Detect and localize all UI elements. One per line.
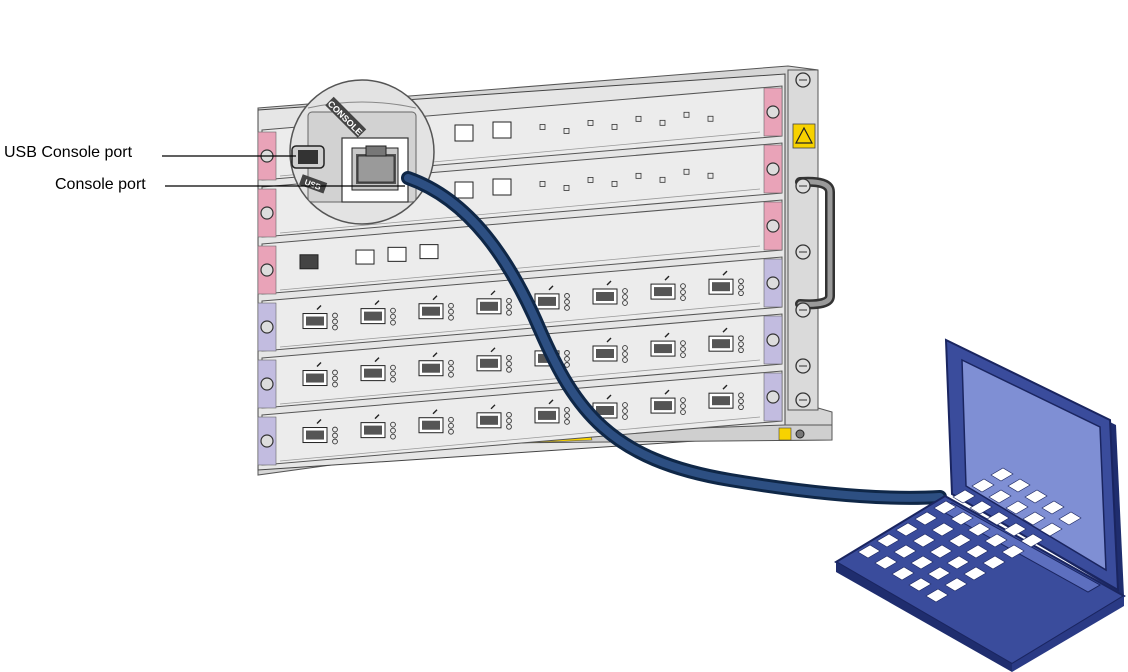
sfp-port — [306, 373, 324, 383]
laptop-key — [944, 577, 968, 592]
sfp-port — [538, 296, 556, 306]
laptop-key — [986, 511, 1010, 526]
laptop-key — [910, 555, 934, 570]
usb-console-port — [291, 145, 325, 169]
laptop-key — [963, 566, 987, 581]
sfp-port — [712, 339, 730, 349]
sfp-port — [596, 405, 614, 415]
slot-card — [257, 370, 783, 466]
sfp-port — [596, 291, 614, 301]
sfp-port — [422, 306, 440, 316]
laptop-key — [931, 522, 955, 537]
laptop-icon — [834, 338, 1126, 672]
console-port — [341, 137, 409, 203]
laptop-key — [950, 511, 974, 526]
sfp-port — [538, 410, 556, 420]
laptop-key — [990, 467, 1014, 482]
laptop-key — [876, 533, 900, 548]
sfp-port — [480, 301, 498, 311]
laptop-key — [1003, 522, 1027, 537]
laptop-key — [857, 544, 881, 559]
console-port-magnifier: CONSOLE USB — [289, 79, 435, 225]
laptop-key — [1039, 522, 1063, 537]
slot-card — [257, 313, 783, 409]
laptop-key — [984, 533, 1008, 548]
sfp-port — [422, 363, 440, 373]
sfp-port — [364, 368, 382, 378]
sfp-port — [712, 396, 730, 406]
laptop-key — [1001, 544, 1025, 559]
laptop-key — [908, 577, 932, 592]
sfp-port — [596, 348, 614, 358]
laptop-key — [895, 522, 919, 537]
laptop-key — [914, 511, 938, 526]
laptop-key — [925, 588, 949, 603]
laptop-key — [1024, 489, 1048, 504]
warning-icon — [792, 123, 816, 149]
sfp-port — [306, 430, 324, 440]
laptop-key — [1022, 511, 1046, 526]
laptop-key — [1005, 500, 1029, 515]
laptop-key — [946, 555, 970, 570]
laptop-key — [891, 566, 915, 581]
laptop-key — [952, 489, 976, 504]
laptop-key — [988, 489, 1012, 504]
laptop-key — [967, 522, 991, 537]
sfp-port — [364, 311, 382, 321]
laptop-key — [1020, 533, 1044, 548]
laptop-key — [971, 478, 995, 493]
laptop-key — [929, 544, 953, 559]
laptop-key — [1041, 500, 1065, 515]
laptop-key — [927, 566, 951, 581]
usb-console-port-label: USB Console port — [4, 144, 133, 161]
slot-card — [257, 199, 783, 295]
laptop-key — [893, 544, 917, 559]
sfp-port — [654, 287, 672, 297]
laptop-key — [948, 533, 972, 548]
laptop-key — [933, 500, 957, 515]
sfp-port — [364, 425, 382, 435]
laptop-key — [912, 533, 936, 548]
laptop-key — [1007, 478, 1031, 493]
laptop-key — [965, 544, 989, 559]
sfp-port — [712, 282, 730, 292]
sfp-port — [654, 344, 672, 354]
laptop-key — [1058, 511, 1082, 526]
laptop-key — [982, 555, 1006, 570]
sfp-port — [480, 358, 498, 368]
console-port-label: Console port — [55, 176, 146, 193]
laptop-key — [874, 555, 898, 570]
sfp-port — [480, 415, 498, 425]
sfp-port — [422, 420, 440, 430]
laptop-key — [969, 500, 993, 515]
sfp-port — [306, 316, 324, 326]
sfp-port — [654, 401, 672, 411]
